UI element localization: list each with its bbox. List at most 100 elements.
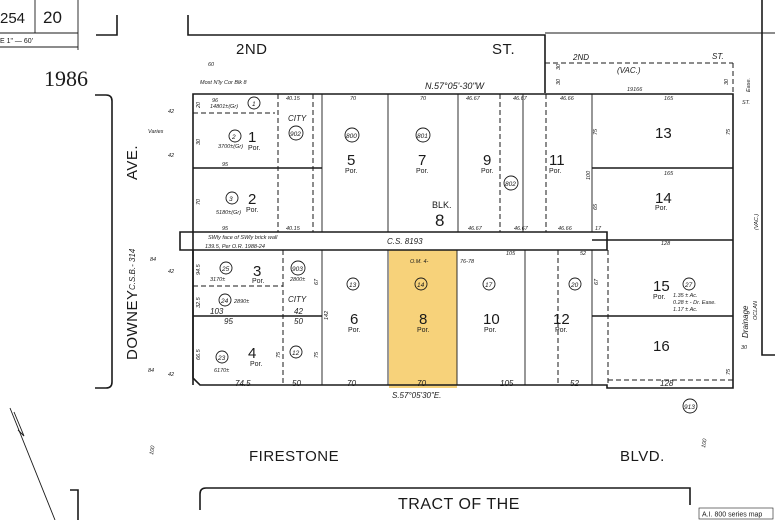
portion-label: Por.: [653, 294, 666, 301]
dimension: 52: [570, 379, 579, 388]
portion-label: Por.: [417, 327, 430, 334]
parcel-lines: [179, 93, 734, 389]
dimension: 46.66: [560, 96, 575, 102]
apn-17[interactable]: 17: [485, 282, 493, 289]
portion-label: Por.: [416, 168, 429, 175]
apn-1[interactable]: 1: [252, 101, 256, 108]
lot-number-10: 10: [483, 311, 500, 328]
dimension: 128: [661, 241, 671, 247]
portion-label: Por.: [655, 205, 668, 212]
dimension: 19166: [627, 87, 643, 93]
block-number: 8: [435, 211, 444, 230]
acreage-net: 1.17 ± Ac.: [673, 307, 698, 313]
footer-note: A.I. 800 series map: [702, 512, 762, 519]
lot-number-8[interactable]: 8: [419, 311, 427, 328]
apn-2[interactable]: 2: [231, 134, 236, 141]
dimension: 42: [294, 307, 303, 316]
apn-13[interactable]: 13: [349, 282, 357, 289]
lot-number-9: 9: [483, 152, 491, 169]
dimension: 50: [292, 379, 301, 388]
apn-25[interactable]: 25: [221, 266, 230, 273]
wall-record-note: 139.5, Per O.R. 1988-24: [205, 244, 265, 250]
cs-reference: C.S. 8193: [387, 237, 423, 246]
lot-number-6: 6: [350, 311, 358, 328]
vacated-street-2nd: 2ND: [572, 53, 589, 62]
dimension: 42: [168, 372, 174, 378]
portion-label: Por.: [555, 327, 568, 334]
dimension: 70: [417, 379, 426, 388]
portion-label: Por.: [481, 168, 494, 175]
dimension: 95: [224, 317, 233, 326]
dimension: 75: [726, 368, 732, 375]
acreage-gross: 1.35 ± Ac.: [673, 293, 698, 299]
apn-800[interactable]: 800: [346, 133, 357, 140]
area-label: 3170±: [210, 277, 225, 283]
dimension: 67: [314, 278, 320, 285]
apn-903[interactable]: 903: [292, 266, 303, 273]
city-label-upper: CITY: [288, 114, 307, 123]
portion-label: Por.: [348, 327, 361, 334]
street-name-blvd: BLVD.: [620, 448, 665, 465]
area-label: 3700±(Gr): [218, 144, 243, 150]
lot-number-5: 5: [347, 152, 355, 169]
dimension: 84: [150, 257, 156, 263]
highlighted-parcel-8[interactable]: [389, 250, 457, 388]
wall-note: SWly face of SWly brick wall: [208, 235, 278, 241]
dimension: 30: [741, 345, 748, 351]
apn-3[interactable]: 3: [229, 196, 233, 203]
dimension: 74.5: [235, 379, 251, 388]
apn-20[interactable]: 20: [570, 282, 579, 289]
dimension: 95: [222, 162, 229, 168]
lot-number-1: 1: [248, 129, 256, 146]
apn-913[interactable]: 913: [684, 404, 695, 411]
om-reference: O.M. 4-: [410, 259, 429, 265]
dimension: 75: [314, 351, 320, 358]
drainage-reference: OCLAN: [753, 301, 759, 320]
book-page-number: 254: [0, 10, 25, 27]
north-bearing: N.57°05'-30"W: [425, 81, 486, 91]
dimension: 105: [506, 251, 516, 257]
apn-902[interactable]: 902: [290, 131, 301, 138]
dimension: 165: [664, 96, 674, 102]
dimension: 67: [594, 278, 600, 285]
dimension: 46.67: [466, 96, 481, 102]
dimension: 75: [593, 128, 599, 135]
apn-12[interactable]: 12: [292, 350, 300, 357]
dimension: 30: [724, 78, 730, 85]
map-scale: E 1" — 60': [0, 38, 33, 45]
apn-27[interactable]: 27: [684, 282, 693, 289]
lot-number-3: 3: [253, 263, 261, 280]
dimension: 142: [324, 311, 330, 320]
map-header-box: 254 20 E 1" — 60' 1986: [0, 0, 88, 91]
dimension: 42: [168, 109, 174, 115]
dimension: 42: [168, 153, 174, 159]
portion-label: Por.: [250, 361, 263, 368]
dimension: 75: [726, 128, 732, 135]
apn-802[interactable]: 802: [505, 181, 516, 188]
portion-label: Por.: [345, 168, 358, 175]
dimension: 32.5: [196, 296, 202, 308]
portion-label: Por.: [484, 327, 497, 334]
dimension: 95: [222, 226, 229, 232]
dimension: 70: [420, 96, 427, 102]
drainage-label: Drainage: [741, 305, 750, 338]
apn-24[interactable]: 24: [220, 298, 229, 305]
portion-label: Por.: [248, 145, 261, 152]
apn-23[interactable]: 23: [217, 355, 226, 362]
dimension: 46.67: [468, 226, 483, 232]
portion-label: Por.: [549, 168, 562, 175]
lot-number-16: 16: [653, 338, 670, 355]
dimension: 30: [556, 78, 562, 85]
tract-title: TRACT OF THE: [398, 496, 520, 513]
apn-801[interactable]: 801: [417, 133, 428, 140]
acreage-drainage-easement: 0.28 ± - Dr. Ease.: [673, 300, 716, 306]
apn-14[interactable]: 14: [417, 282, 425, 289]
street-name-st: ST.: [492, 41, 515, 58]
dimension: 70: [196, 198, 202, 205]
dimension: 30: [196, 138, 202, 145]
street-width-east: 100: [701, 437, 709, 448]
east-st-label: ST.: [742, 100, 750, 106]
vacated-label: (VAC.): [617, 66, 641, 75]
